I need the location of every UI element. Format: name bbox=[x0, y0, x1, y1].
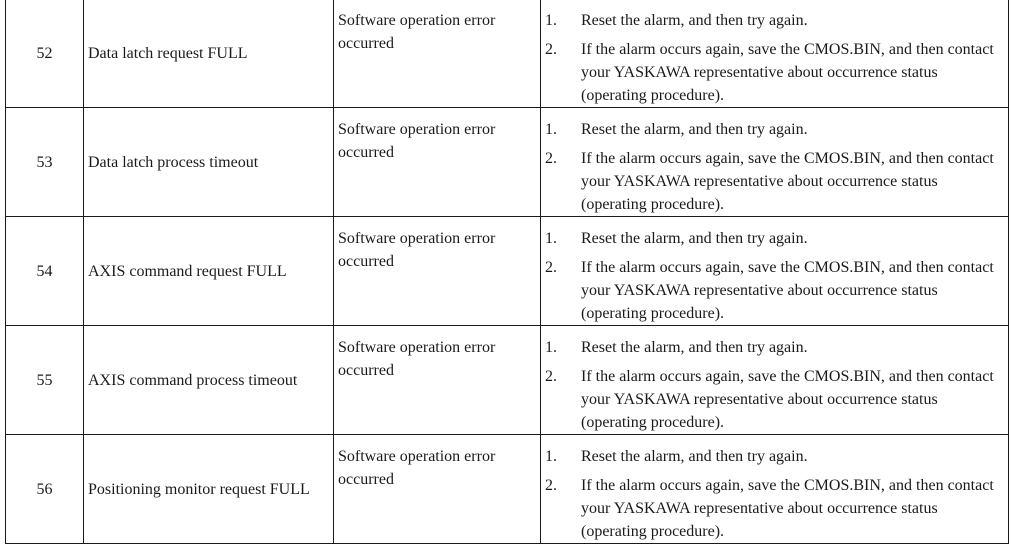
alarm-number: 52 bbox=[5, 0, 84, 108]
remedy-step: 2. If the alarm occurs again, save the C… bbox=[545, 365, 1002, 434]
alarm-name: AXIS command request FULL bbox=[83, 216, 334, 326]
step-text: Reset the alarm, and then try again. bbox=[581, 230, 808, 247]
step-number: 1. bbox=[545, 230, 557, 247]
step-text: Reset the alarm, and then try again. bbox=[581, 121, 808, 138]
table-row: 52 Data latch request FULL Software oper… bbox=[5, 0, 1009, 108]
alarm-remedy: 1. Reset the alarm, and then try again. … bbox=[540, 325, 1009, 435]
remedy-step: 1. Reset the alarm, and then try again. bbox=[545, 445, 1002, 468]
remedy-step: 2. If the alarm occurs again, save the C… bbox=[545, 256, 1002, 325]
step-text: Reset the alarm, and then try again. bbox=[581, 12, 808, 29]
alarm-cause: Software operation error occurred bbox=[333, 216, 541, 326]
step-number: 2. bbox=[545, 41, 557, 58]
step-number: 2. bbox=[545, 150, 557, 167]
remedy-step: 2. If the alarm occurs again, save the C… bbox=[545, 474, 1002, 543]
alarm-name: Data latch request FULL bbox=[83, 0, 334, 108]
remedy-step: 1. Reset the alarm, and then try again. bbox=[545, 9, 1002, 32]
step-number: 1. bbox=[545, 121, 557, 138]
alarm-number: 54 bbox=[5, 216, 84, 326]
step-number: 2. bbox=[545, 368, 557, 385]
table-row: 54 AXIS command request FULL Software op… bbox=[5, 216, 1009, 326]
alarm-number: 53 bbox=[5, 107, 84, 217]
step-number: 1. bbox=[545, 339, 557, 356]
table-row: 55 AXIS command process timeout Software… bbox=[5, 325, 1009, 435]
step-number: 1. bbox=[545, 12, 557, 29]
step-number: 2. bbox=[545, 477, 557, 494]
alarm-cause: Software operation error occurred bbox=[333, 107, 541, 217]
alarm-cause: Software operation error occurred bbox=[333, 434, 541, 544]
alarm-remedy: 1. Reset the alarm, and then try again. … bbox=[540, 434, 1009, 544]
remedy-step: 2. If the alarm occurs again, save the C… bbox=[545, 38, 1002, 107]
remedy-step: 2. If the alarm occurs again, save the C… bbox=[545, 147, 1002, 216]
alarm-remedy: 1. Reset the alarm, and then try again. … bbox=[540, 107, 1009, 217]
remedy-step: 1. Reset the alarm, and then try again. bbox=[545, 336, 1002, 359]
remedy-step: 1. Reset the alarm, and then try again. bbox=[545, 118, 1002, 141]
step-text: If the alarm occurs again, save the CMOS… bbox=[581, 477, 994, 540]
alarm-number: 55 bbox=[5, 325, 84, 435]
alarm-number: 56 bbox=[5, 434, 84, 544]
step-text: If the alarm occurs again, save the CMOS… bbox=[581, 41, 994, 104]
step-text: If the alarm occurs again, save the CMOS… bbox=[581, 150, 994, 213]
table-row: 56 Positioning monitor request FULL Soft… bbox=[5, 434, 1009, 544]
step-number: 1. bbox=[545, 448, 557, 465]
step-text: Reset the alarm, and then try again. bbox=[581, 339, 808, 356]
table-row: 53 Data latch process timeout Software o… bbox=[5, 107, 1009, 217]
alarm-table: 52 Data latch request FULL Software oper… bbox=[5, 0, 1009, 544]
step-number: 2. bbox=[545, 259, 557, 276]
alarm-cause: Software operation error occurred bbox=[333, 0, 541, 108]
remedy-step: 1. Reset the alarm, and then try again. bbox=[545, 227, 1002, 250]
alarm-remedy: 1. Reset the alarm, and then try again. … bbox=[540, 216, 1009, 326]
alarm-cause: Software operation error occurred bbox=[333, 325, 541, 435]
step-text: If the alarm occurs again, save the CMOS… bbox=[581, 259, 994, 322]
step-text: Reset the alarm, and then try again. bbox=[581, 448, 808, 465]
step-text: If the alarm occurs again, save the CMOS… bbox=[581, 368, 994, 431]
alarm-remedy: 1. Reset the alarm, and then try again. … bbox=[540, 0, 1009, 108]
alarm-name: Positioning monitor request FULL bbox=[83, 434, 334, 544]
alarm-name: Data latch process timeout bbox=[83, 107, 334, 217]
alarm-name: AXIS command process timeout bbox=[83, 325, 334, 435]
